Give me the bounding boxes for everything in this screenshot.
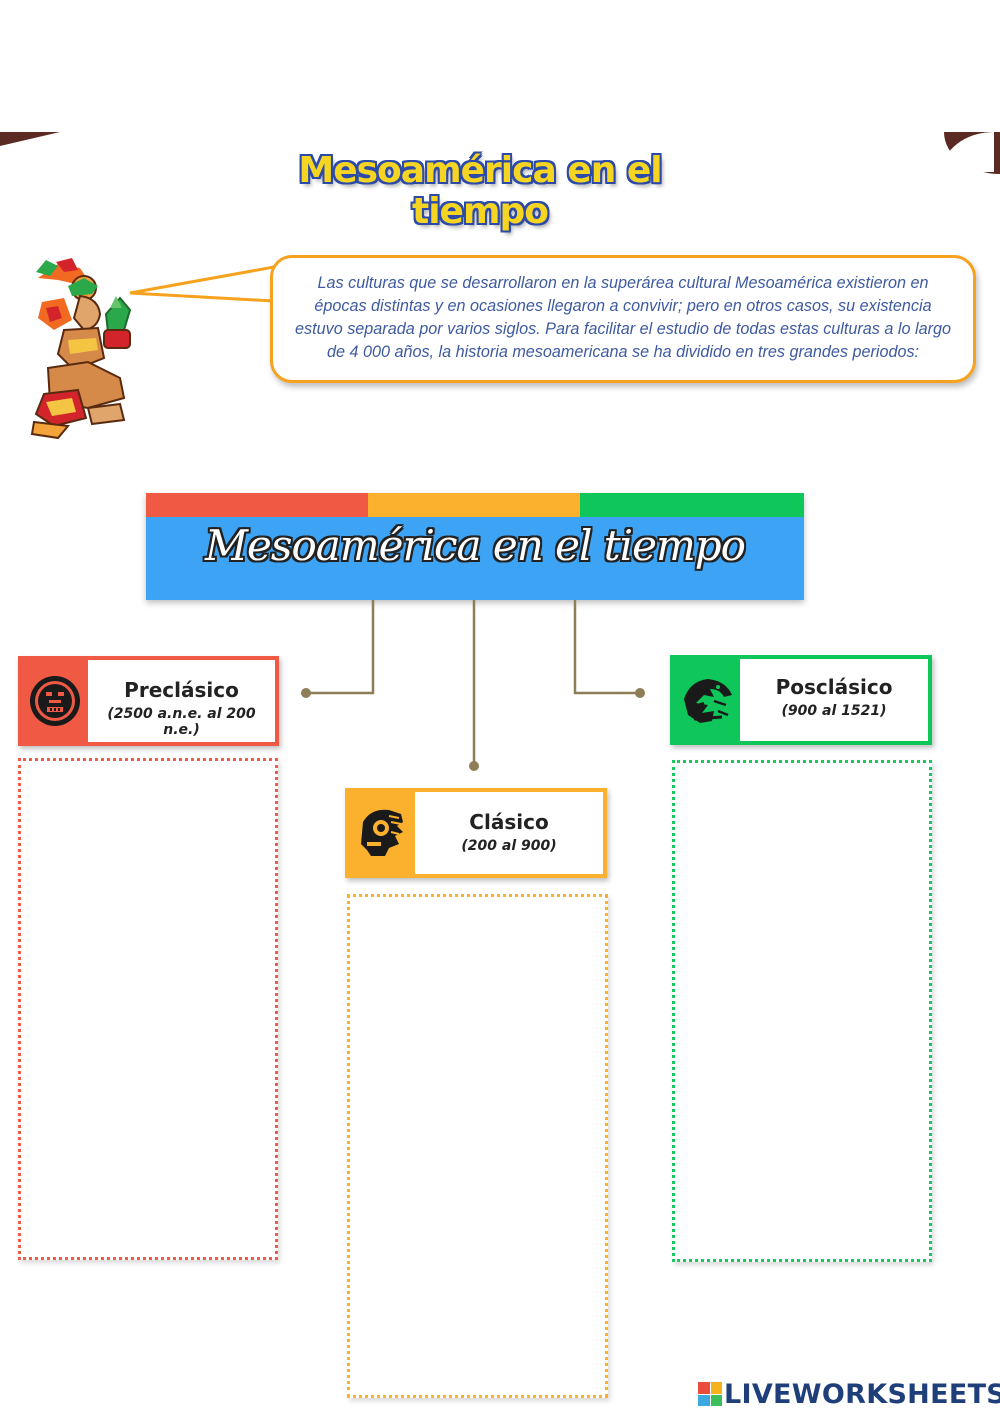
banner-stripe-green xyxy=(580,493,804,517)
banner-stripe-orange xyxy=(368,493,580,517)
corner-decoration-left xyxy=(0,132,60,146)
answer-box-clasico[interactable] xyxy=(347,894,608,1398)
banner-body xyxy=(146,517,804,600)
period-dates: (200 al 900) xyxy=(461,838,557,854)
answer-box-posclasico[interactable] xyxy=(672,760,932,1262)
period-card-preclasico: Preclásico (2500 a.n.e. al 200 n.e.) xyxy=(18,656,279,746)
period-name: Clásico xyxy=(469,810,549,834)
intro-text: Las culturas que se desarrollaron en la … xyxy=(295,274,951,361)
period-card-posclasico: Posclásico (900 al 1521) xyxy=(670,655,932,745)
mesoamerican-head-glyph-icon xyxy=(361,809,403,856)
diagram-banner: Mesoamérica en el tiempo xyxy=(146,493,804,600)
banner-stripe-red xyxy=(146,493,368,517)
liveworksheets-icon xyxy=(698,1382,722,1406)
intro-speech-bubble: Las culturas que se desarrollaron en la … xyxy=(270,255,976,383)
period-card-clasico: Clásico (200 al 900) xyxy=(345,788,607,878)
liveworksheets-brand: LIVEWORKSHEETS xyxy=(724,1378,1000,1410)
aztec-sun-glyph-icon xyxy=(30,676,80,726)
mayan-figure-illustration xyxy=(30,258,132,440)
page-title: Mesoamérica en el tiempo xyxy=(298,150,662,232)
eagle-glyph-icon xyxy=(684,679,732,723)
answer-box-preclasico[interactable] xyxy=(18,758,278,1260)
period-name: Posclásico xyxy=(775,675,893,699)
liveworksheets-logo[interactable]: LIVEWORKSHEETS xyxy=(698,1378,1000,1410)
banner-title: Mesoamérica en el tiempo xyxy=(205,521,746,570)
speech-bubble-pointer xyxy=(129,265,275,303)
period-name: Preclásico xyxy=(124,678,239,702)
period-dates: (2500 a.n.e. al 200 n.e.) xyxy=(107,706,256,738)
period-dates: (900 al 1521) xyxy=(781,703,887,719)
